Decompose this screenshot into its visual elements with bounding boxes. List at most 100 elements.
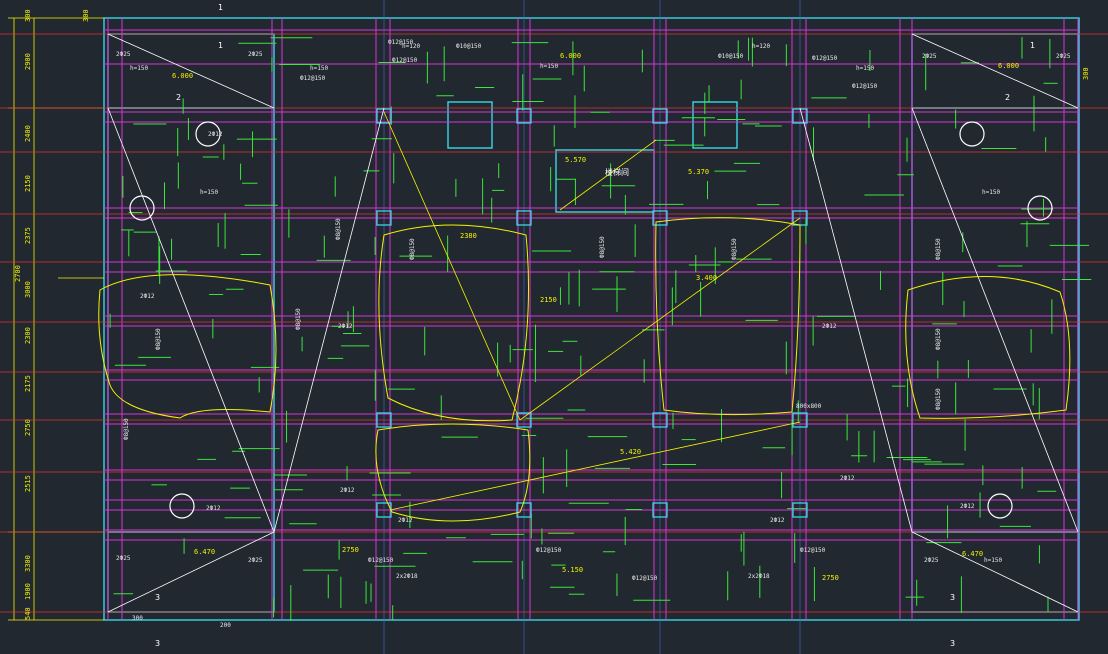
axis-label-mid-right-box: 2 [1005, 93, 1010, 102]
rebar-label: Ф8@150 [731, 238, 738, 260]
left-dimension-text: 2515 [24, 475, 32, 492]
dim-2150-label: 2150 [540, 296, 557, 304]
stair-diagonal [107, 531, 275, 613]
left-dimension-text: 2175 [24, 375, 32, 392]
left-dimension-text: 2375 [24, 227, 32, 244]
edge-dimension-texts: 300 300 300 200 [82, 9, 1090, 629]
slab-h120-label-right: h=120 [752, 43, 770, 50]
rebar-label: Ф12@150 [852, 83, 878, 90]
axis-label-bottom-right: 3 [950, 639, 955, 648]
revision-cloud [98, 274, 277, 419]
rebar-label: Ф8@150 [599, 236, 606, 258]
column-box [792, 412, 808, 428]
rebar-label: Ф8@150 [123, 418, 130, 440]
revision-clouds [98, 217, 1071, 522]
rebar-label: h=150 [310, 65, 328, 72]
rebar-label: 2Ф12 [398, 517, 413, 524]
slab-h120-label: h=120 [402, 43, 420, 50]
slope-line [519, 217, 801, 421]
opening-circle [959, 121, 985, 147]
rebar-label: h=150 [982, 189, 1000, 196]
rebar-label: Ф10@150 [456, 43, 482, 50]
opening-circle [987, 493, 1013, 519]
axis-label-bottom-left-box: 3 [155, 593, 160, 602]
level-5570-label: 5.570 [565, 156, 586, 164]
level-6000-left: 6.000 [172, 72, 193, 80]
top-dim-left: 300 [82, 9, 90, 22]
level-6000-label: 6.000 [560, 52, 581, 60]
column-box [516, 108, 532, 124]
column-box [516, 412, 532, 428]
column-box [516, 210, 532, 226]
revision-cloud [378, 224, 530, 422]
column-markers [376, 108, 808, 518]
column-box [652, 108, 668, 124]
rebar-label: Ф8@150 [295, 308, 302, 330]
column-box [792, 502, 808, 518]
left-dimension-text: 2400 [24, 125, 32, 142]
rebar-label: Ф12@150 [812, 55, 838, 62]
column-box [652, 502, 668, 518]
rebar-label: h=150 [984, 557, 1002, 564]
dim-2750-right: 2750 [822, 574, 839, 582]
rebar-label: 2Ф12 [960, 503, 975, 510]
rebar-label: Ф8@150 [935, 328, 942, 350]
left-dimension-text: 2700 [14, 265, 22, 282]
rebar-label: 2Ф12 [206, 505, 221, 512]
opening-circle [169, 493, 195, 519]
stair-room-label: 楼梯间 [605, 167, 629, 177]
double-bars-left: 2x2Ф18 [396, 573, 418, 580]
rebar-label: Ф12@150 [388, 39, 414, 46]
rebar-label: 2Ф25 [248, 557, 263, 564]
axis-label-top-right-box: 1 [1030, 41, 1035, 50]
left-dimension-text: 2750 [24, 419, 32, 436]
opening-circles [129, 121, 1053, 519]
axis-label-top: 1 [218, 3, 223, 12]
rebar-label: Ф12@150 [800, 547, 826, 554]
stair-diagonal [911, 33, 1079, 109]
stair-diagonal [107, 107, 275, 533]
rebar-label: 2Ф25 [248, 51, 263, 58]
slab-h150-label-top: h=150 [540, 63, 558, 70]
stair-diagonal [107, 33, 275, 109]
rebar-label: h=150 [200, 189, 218, 196]
rebar-label: Ф8@150 [335, 218, 342, 240]
slope-line [389, 421, 801, 511]
rebar-label: 2Ф12 [338, 323, 353, 330]
column-box [652, 412, 668, 428]
rebar-label: 2Ф12 [822, 323, 837, 330]
rebar-label: Ф12@150 [536, 547, 562, 554]
rebar-label: 2Ф12 [140, 293, 155, 300]
left-dimension-text: 1900 [24, 583, 32, 600]
rebar-label: Ф10@150 [718, 53, 744, 60]
key-annotations: 6.000 h=150 h=120 h=120 5.570 5.370 2380… [172, 43, 1019, 582]
level-6470-right: 6.470 [962, 550, 983, 558]
rebar-label: 2Ф25 [922, 53, 937, 60]
rebar-label: 2Ф12 [208, 131, 223, 138]
axis-label-mid-left-box: 2 [176, 93, 181, 102]
opening-circle [129, 195, 155, 221]
left-dimension-text: 540 [24, 607, 32, 620]
level-5150-label: 5.150 [562, 566, 583, 574]
rebar-label: h=150 [856, 65, 874, 72]
level-5420-label: 5.420 [620, 448, 641, 456]
rebar-label: 2Ф12 [770, 517, 785, 524]
left-dimension-text: 2900 [24, 53, 32, 70]
rebar-label: Ф8@150 [409, 238, 416, 260]
left-dimension-text: 2300 [24, 327, 32, 344]
rebar-lines [109, 37, 1092, 621]
left-dimension-text: 300 [24, 9, 32, 22]
rebar-label: Ф12@150 [392, 57, 418, 64]
revision-cloud [375, 423, 531, 522]
left-dimension-text: 2150 [24, 175, 32, 192]
rebar-label: Ф12@150 [368, 557, 394, 564]
rebar-label: 2Ф12 [340, 487, 355, 494]
column-box [376, 412, 392, 428]
top-dim-right: 300 [1082, 67, 1090, 80]
dim-2750-left: 2750 [342, 546, 359, 554]
axis-label-bottom-right-box: 3 [950, 593, 955, 602]
column-box [516, 502, 532, 518]
